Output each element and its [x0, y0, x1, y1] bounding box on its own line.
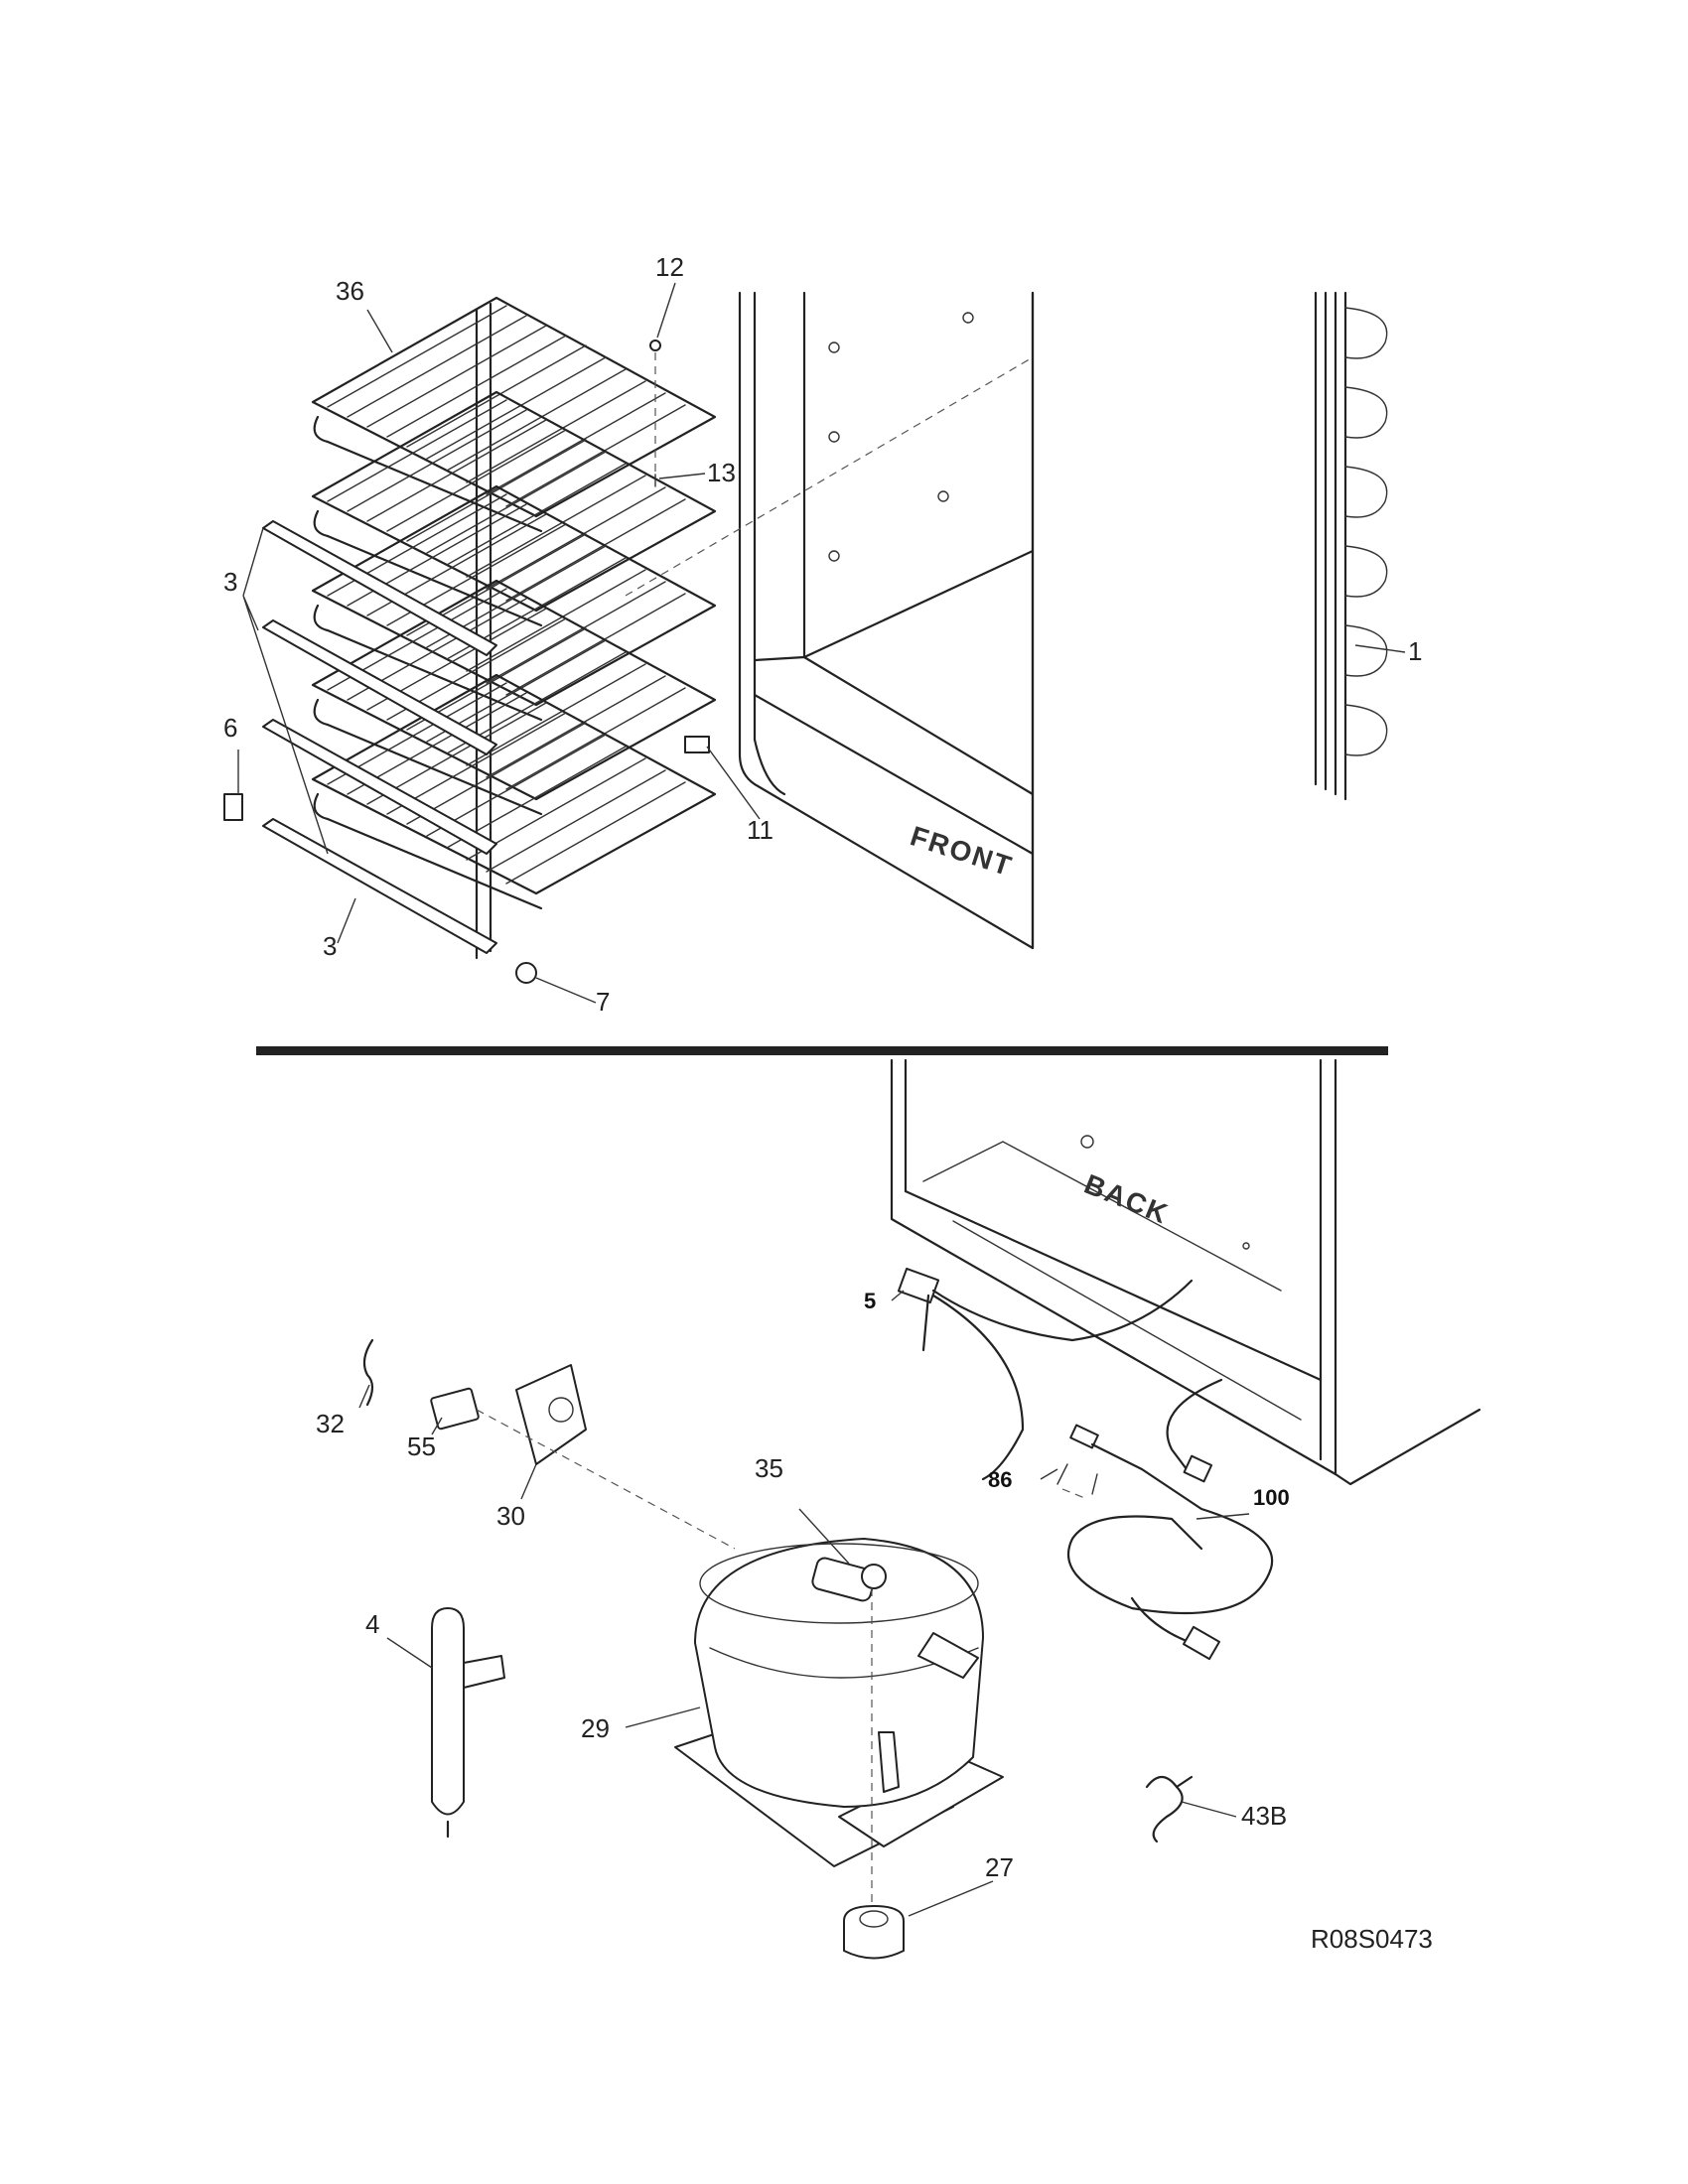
grommet-27: [843, 1905, 905, 1960]
leader-lines: [237, 282, 1406, 1917]
callout-13: 13: [707, 458, 736, 487]
callout-3-upper: 3: [223, 567, 237, 597]
callout-55: 55: [407, 1432, 436, 1461]
clip-32: [362, 1338, 374, 1407]
back-label: BACK: [1080, 1168, 1174, 1230]
callout-5: 5: [864, 1289, 876, 1313]
compressor: [674, 1538, 1004, 1916]
stud-35: [861, 1564, 887, 1589]
callout-4: 4: [365, 1609, 379, 1639]
clip-7: [515, 962, 537, 984]
callout-11: 11: [747, 815, 774, 845]
shelf-coil: [311, 296, 717, 533]
callout-36: 36: [336, 276, 364, 306]
callout-43b: 43B: [1241, 1801, 1287, 1831]
power-cord: [1056, 1424, 1274, 1661]
relay-overload-group: [362, 1338, 736, 1550]
callout-12: 12: [655, 252, 684, 282]
part-55: [430, 1387, 480, 1431]
callout-6: 6: [223, 713, 237, 743]
evaporator-shelf-coils: [311, 296, 717, 960]
callout-numbers: 36 12 13 3 6 11 3 7 1 5 32 55 30 35 86 1…: [223, 252, 1422, 1882]
clip-6: [223, 793, 243, 821]
small-hardware-parts: [223, 340, 710, 984]
callout-35: 35: [755, 1453, 783, 1483]
callout-32: 32: [316, 1409, 345, 1438]
front-label: FRONT: [907, 820, 1017, 882]
cabinet-back-view: BACK: [890, 1058, 1481, 1486]
callout-1: 1: [1408, 636, 1422, 666]
drier-4: [431, 1607, 505, 1839]
condenser-coil: [1314, 291, 1388, 801]
clip-43b: [1145, 1775, 1194, 1843]
callout-86: 86: [988, 1467, 1012, 1492]
callout-27: 27: [985, 1852, 1014, 1882]
callout-7: 7: [596, 987, 610, 1017]
callout-29: 29: [581, 1713, 610, 1743]
section-divider: [256, 1046, 1388, 1055]
nut-12: [649, 340, 661, 351]
relay-30: [515, 1364, 587, 1465]
callout-30: 30: [496, 1501, 525, 1531]
shelf-rails: [262, 520, 497, 954]
callout-100: 100: [1253, 1485, 1290, 1510]
wiring-harness: [897, 1267, 1223, 1483]
drawing-code: R08S0473: [1311, 1924, 1433, 1954]
bracket-11: [684, 736, 710, 753]
callout-3-lower: 3: [323, 931, 337, 961]
